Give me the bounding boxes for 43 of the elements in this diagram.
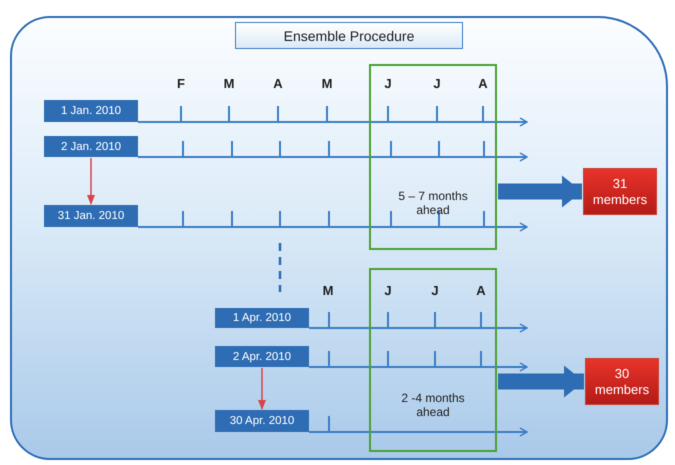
month-label: J — [383, 76, 393, 91]
date-label: 31 Jan. 2010 — [58, 210, 124, 222]
date-box — [44, 100, 138, 122]
block-arrow — [498, 176, 582, 208]
month-label: A — [475, 283, 487, 298]
month-label: A — [272, 76, 284, 91]
month-label: M — [322, 283, 334, 298]
date-label: 30 Apr. 2010 — [230, 415, 294, 427]
date-box — [215, 308, 309, 328]
month-label: F — [176, 76, 186, 91]
lead-time-label: 2 -4 months ahead — [400, 392, 466, 420]
title-text: Ensemble Procedure — [284, 28, 414, 44]
month-label: M — [222, 76, 236, 91]
timeline-arrow — [308, 350, 528, 372]
date-label: 1 Jan. 2010 — [60, 105, 122, 117]
month-label: A — [477, 76, 489, 91]
date-box — [44, 205, 138, 227]
date-label: 1 Apr. 2010 — [232, 312, 292, 324]
lead-time-label: 5 – 7 months ahead — [397, 190, 469, 218]
ensemble-result-box — [585, 358, 659, 405]
date-label: 2 Apr. 2010 — [232, 350, 292, 362]
member-count-label: 31 members — [592, 176, 648, 208]
forecast-window-box — [369, 268, 497, 452]
timeline-arrow — [137, 210, 528, 232]
block-arrow — [498, 366, 584, 398]
month-label: J — [432, 76, 442, 91]
arrow — [87, 158, 95, 205]
month-label: J — [430, 283, 440, 298]
month-label: M — [320, 76, 334, 91]
arrow — [258, 368, 266, 410]
date-box — [44, 136, 138, 157]
ensemble-result-box — [583, 168, 657, 215]
forecast-window-box — [369, 64, 497, 250]
date-box — [215, 410, 309, 432]
timeline-arrow — [308, 415, 528, 437]
timeline-arrow — [137, 105, 528, 127]
month-label: J — [383, 283, 393, 298]
date-label: 2 Jan. 2010 — [60, 140, 122, 152]
timeline-arrow — [308, 311, 528, 333]
date-box — [215, 346, 309, 367]
title-box — [235, 22, 463, 49]
timeline-arrow — [137, 140, 528, 162]
member-count-label: 30 members — [594, 366, 650, 398]
